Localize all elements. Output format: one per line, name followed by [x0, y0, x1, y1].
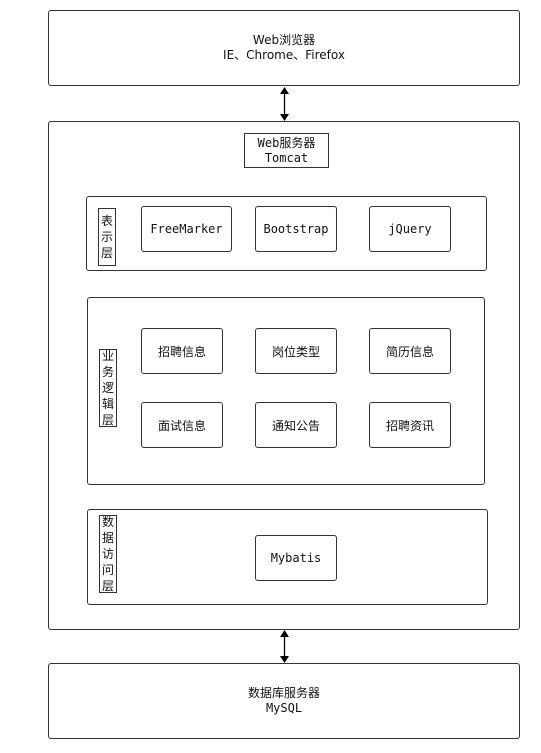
web-server-label: Web服务器 Tomcat	[244, 133, 329, 168]
data-access-layer-label: 数据访问层	[99, 515, 117, 593]
business-item-notice: 通知公告	[255, 402, 337, 448]
business-item-position-type: 岗位类型	[255, 328, 337, 374]
web-browser-box: Web浏览器 IE、Chrome、Firefox	[48, 10, 520, 86]
server-database-arrow	[280, 630, 289, 663]
web-server-subtitle: Tomcat	[264, 150, 309, 165]
database-server-box: 数据库服务器 MySQL	[48, 663, 520, 739]
business-item-recruitment-info: 招聘信息	[141, 328, 223, 374]
business-item-interview-info: 面试信息	[141, 402, 223, 448]
database-server-title: 数据库服务器	[247, 686, 320, 700]
web-browser-title: Web浏览器	[252, 33, 316, 47]
presentation-item-jquery: jQuery	[369, 206, 451, 252]
data-access-item-mybatis: Mybatis	[255, 535, 337, 581]
presentation-layer-label: 表示层	[98, 208, 116, 266]
database-server-subtitle: MySQL	[265, 701, 303, 715]
presentation-item-freemarker: FreeMarker	[141, 206, 232, 252]
business-logic-layer-label: 业务逻辑层	[99, 349, 117, 427]
web-browser-subtitle: IE、Chrome、Firefox	[223, 48, 345, 62]
business-item-recruitment-news: 招聘资讯	[369, 402, 451, 448]
web-server-title: Web服务器	[257, 135, 316, 150]
presentation-item-bootstrap: Bootstrap	[255, 206, 337, 252]
business-logic-layer	[87, 297, 485, 485]
browser-server-arrow	[280, 87, 289, 121]
business-item-resume-info: 简历信息	[369, 328, 451, 374]
